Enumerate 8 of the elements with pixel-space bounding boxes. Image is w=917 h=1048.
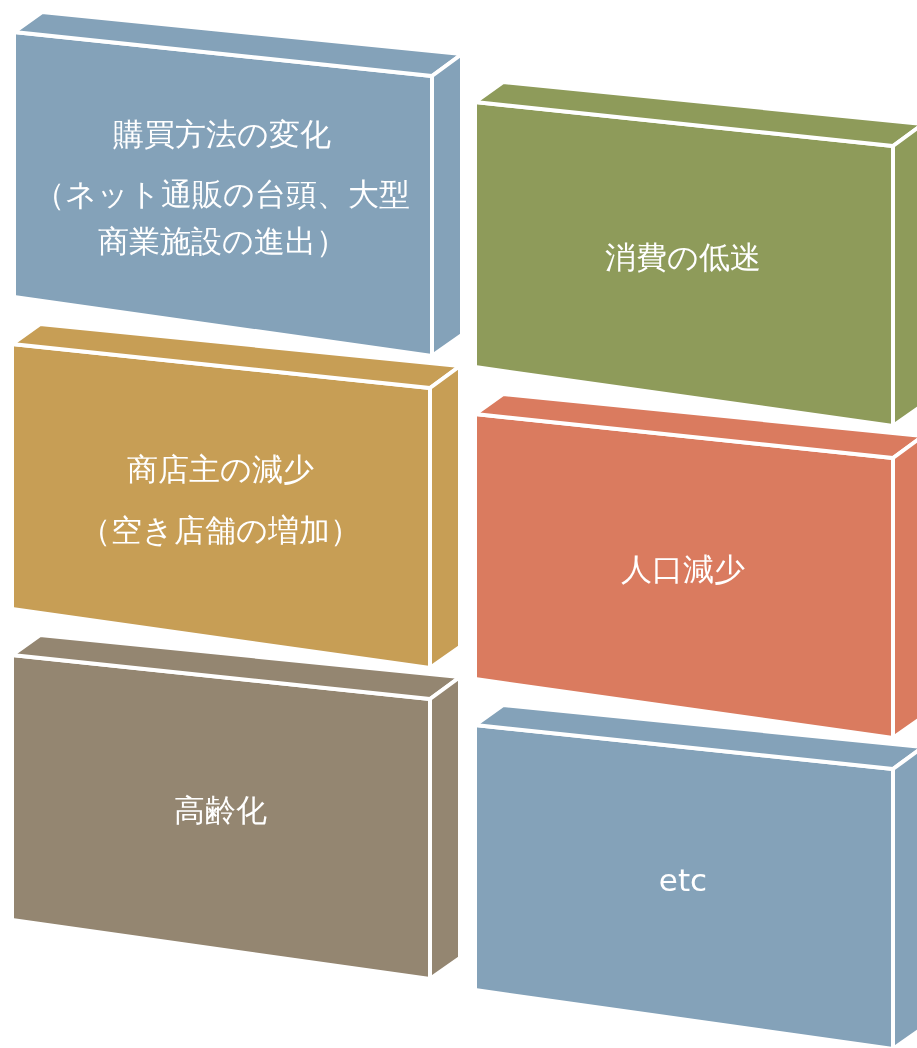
- block-heading: 消費の低迷: [605, 238, 761, 278]
- block-subtext: （ネット通販の台頭、大型商業施設の進出）: [33, 175, 411, 261]
- block-heading: 高齢化: [173, 791, 267, 831]
- block-heading: 購買方法の変化: [113, 114, 331, 154]
- block-heading: etc: [658, 861, 708, 901]
- block-subtext: （空き店舗の増加）: [79, 510, 361, 550]
- block-heading: 商店主の減少: [126, 450, 314, 489]
- block-heading: 人口減少: [621, 550, 745, 590]
